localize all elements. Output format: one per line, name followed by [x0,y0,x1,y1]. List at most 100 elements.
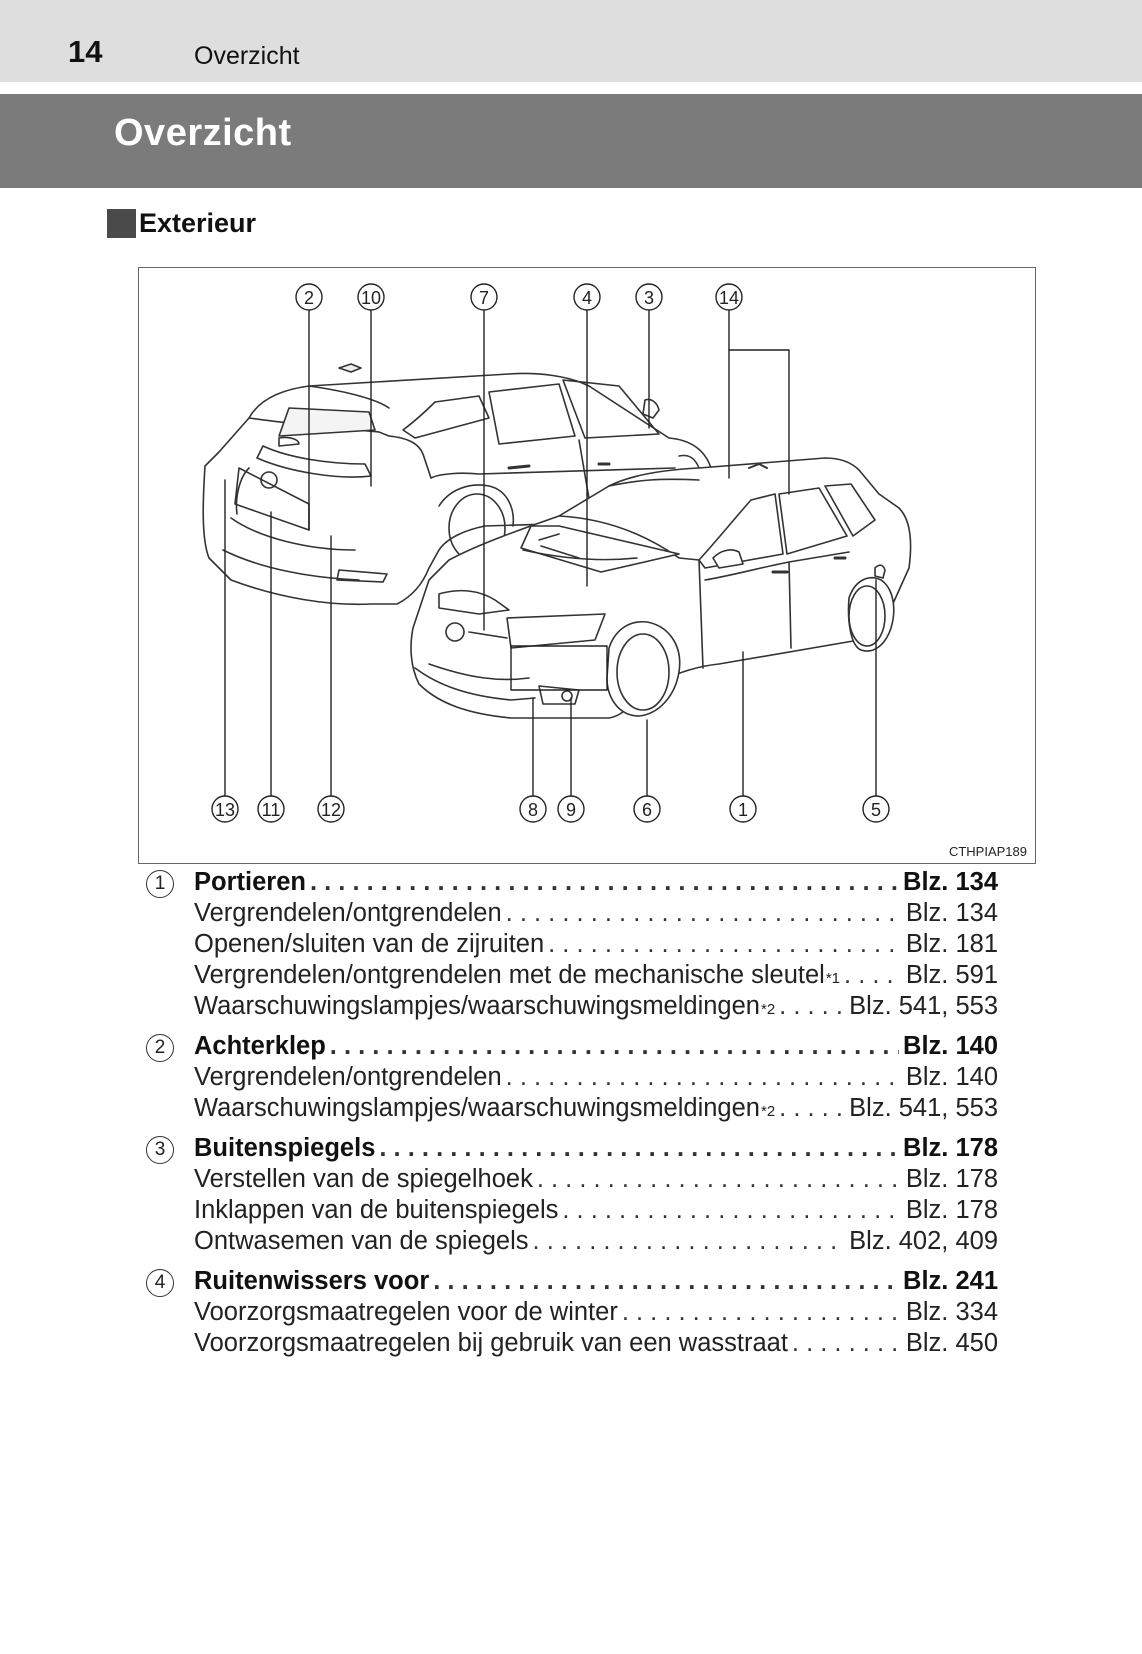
component-list: 1 Portieren Blz. 134 Vergrendelen/ontgre… [146,868,998,1369]
list-subitem[interactable]: Vergrendelen/ontgrendelen Blz. 140 [146,1063,998,1094]
section-heading: Exterieur [107,206,256,240]
dot-leader [548,930,902,959]
list-subitem[interactable]: Verstellen van de spiegelhoek Blz. 178 [146,1165,998,1196]
dot-leader [622,1298,902,1327]
page-number: 14 [68,34,103,69]
list-subitem[interactable]: Inklappen van de buitenspiegels Blz. 178 [146,1196,998,1227]
list-subitem[interactable]: Voorzorgsmaatregelen voor de winter Blz.… [146,1298,998,1329]
page-reference: Blz. 178 [905,1196,998,1224]
dot-leader [433,1267,899,1296]
dot-leader [844,961,902,990]
callouts-bottom [211,795,890,823]
page-reference: Blz. 181 [905,930,998,958]
page-reference: Blz. 178 [905,1165,998,1193]
dot-leader [537,1165,902,1194]
title-bar: Overzicht [0,94,1142,188]
dot-leader [779,992,845,1021]
list-item-achterklep: 2 Achterklep Blz. 140 Vergrendelen/ontgr… [146,1032,998,1125]
footnote-marker: *2 [760,1001,776,1018]
item-label: Buitenspiegels [194,1134,376,1162]
callout-13: 13 [215,800,235,820]
dot-leader [506,1063,902,1092]
list-item-buitenspiegels: 3 Buitenspiegels Blz. 178 Verstellen van… [146,1134,998,1258]
section-square-icon [107,208,136,238]
page-reference: Blz. 450 [905,1329,998,1357]
subitem-label: Vergrendelen/ontgrendelen met de mechani… [194,961,825,989]
subitem-label: Vergrendelen/ontgrendelen [194,1063,502,1091]
page-reference: Blz. 541, 553 [849,1094,998,1122]
page-reference: Blz. 140 [903,1032,998,1060]
figure-code: CTHPIAP189 [948,844,1027,859]
dot-leader [792,1329,902,1358]
section-title: Exterieur [139,207,257,238]
subitem-label: Waarschuwingslampjes/waarschuwingsmeldin… [194,992,760,1020]
page-reference: Blz. 591 [905,961,998,989]
page-reference: Blz. 402, 409 [849,1227,998,1255]
callout-1: 1 [738,800,748,820]
running-head: Overzicht [194,42,300,70]
page-reference: Blz. 140 [905,1063,998,1091]
callout-6: 6 [642,800,652,820]
item-number-badge: 1 [146,870,174,898]
car-drawing: 2 10 7 4 3 14 13 11 12 8 9 6 1 5 [202,283,912,823]
dot-leader [533,1227,846,1256]
rear-car-outline [202,363,714,606]
callout-4: 4 [582,288,592,308]
list-subitem[interactable]: Voorzorgsmaatregelen bij gebruik van een… [146,1329,998,1360]
dot-leader [506,899,902,928]
callout-10: 10 [361,288,381,308]
list-subitem[interactable]: Waarschuwingslampjes/waarschuwingsmeldin… [146,1094,998,1125]
list-subitem[interactable]: Ontwasemen van de spiegels Blz. 402, 409 [146,1227,998,1258]
header-bar: 14 Overzicht [0,0,1142,82]
dot-leader [779,1094,845,1123]
list-item-main[interactable]: 2 Achterklep Blz. 140 [146,1032,998,1063]
item-label: Ruitenwissers voor [194,1267,430,1295]
dot-leader [562,1196,902,1225]
item-number-badge: 3 [146,1136,174,1164]
footnote-marker: *2 [760,1103,776,1120]
footnote-marker: *1 [825,970,841,987]
dot-leader [330,1032,899,1061]
callout-9: 9 [566,800,576,820]
list-item-main[interactable]: 1 Portieren Blz. 134 [146,868,998,899]
subitem-label: Waarschuwingslampjes/waarschuwingsmeldin… [194,1094,760,1122]
list-item-main[interactable]: 4 Ruitenwissers voor Blz. 241 [146,1267,998,1298]
item-number-badge: 4 [146,1269,174,1297]
list-subitem[interactable]: Waarschuwingslampjes/waarschuwingsmeldin… [146,992,998,1023]
subitem-label: Openen/sluiten van de zijruiten [194,930,545,958]
page-reference: Blz. 134 [903,868,998,896]
exterior-illustration: 2 10 7 4 3 14 13 11 12 8 9 6 1 5 [138,267,1036,864]
list-subitem[interactable]: Vergrendelen/ontgrendelen met de mechani… [146,961,998,992]
callout-7: 7 [479,288,489,308]
callout-5: 5 [871,800,881,820]
callout-11: 11 [262,800,281,820]
item-label: Portieren [194,868,306,896]
subitem-label: Verstellen van de spiegelhoek [194,1165,533,1193]
page-reference: Blz. 241 [903,1267,998,1295]
subitem-label: Inklappen van de buitenspiegels [194,1196,559,1224]
dot-leader [310,868,899,897]
callout-2: 2 [304,288,314,308]
callout-3: 3 [644,288,654,308]
callout-12: 12 [321,800,341,820]
list-item-portieren: 1 Portieren Blz. 134 Vergrendelen/ontgre… [146,868,998,1023]
item-number-badge: 2 [146,1034,174,1062]
front-car-outline [410,457,912,719]
page-reference: Blz. 178 [903,1134,998,1162]
page-title: Overzicht [114,112,292,154]
page-reference: Blz. 334 [905,1298,998,1326]
list-subitem[interactable]: Vergrendelen/ontgrendelen Blz. 134 [146,899,998,930]
callout-leader-lines [224,310,877,797]
page-reference: Blz. 541, 553 [849,992,998,1020]
subitem-label: Ontwasemen van de spiegels [194,1227,529,1255]
list-item-main[interactable]: 3 Buitenspiegels Blz. 178 [146,1134,998,1165]
item-label: Achterklep [194,1032,326,1060]
list-item-ruitenwissers: 4 Ruitenwissers voor Blz. 241 Voorzorgsm… [146,1267,998,1360]
list-subitem[interactable]: Openen/sluiten van de zijruiten Blz. 181 [146,930,998,961]
callout-8: 8 [528,800,538,820]
subitem-label: Vergrendelen/ontgrendelen [194,899,502,927]
dot-leader [379,1134,899,1163]
callouts-top [295,283,743,311]
subitem-label: Voorzorgsmaatregelen bij gebruik van een… [194,1329,788,1357]
subitem-label: Voorzorgsmaatregelen voor de winter [194,1298,618,1326]
